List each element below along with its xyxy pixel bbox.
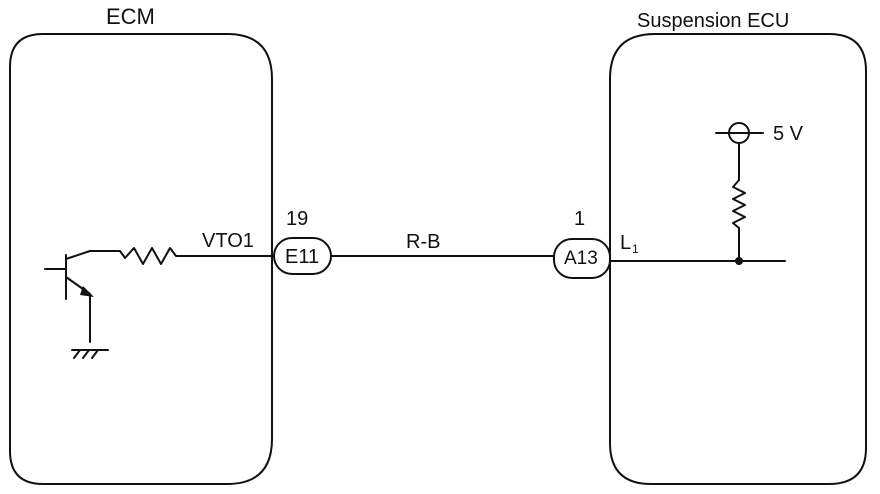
- ecu-input-label-main: L: [620, 232, 631, 254]
- ecm-title: ECM: [106, 4, 155, 29]
- ecm-output-label: VTO1: [202, 230, 254, 252]
- ecm-box: [9, 33, 273, 485]
- suspension-ecu-box: [609, 33, 867, 485]
- suspension-ecu-title: Suspension ECU: [637, 10, 789, 32]
- left-pin-number: 19: [286, 208, 308, 230]
- ecm-output-resistor: [89, 247, 201, 265]
- left-connector-code: E11: [285, 246, 319, 268]
- junction-dot: [735, 257, 743, 265]
- left-connector: E11: [273, 237, 332, 275]
- transistor-symbol: [44, 250, 94, 343]
- right-connector: A13: [553, 238, 611, 279]
- supply-voltage-label: 5 V: [773, 123, 804, 145]
- ground-symbol: [71, 349, 109, 359]
- ecu-input-label-sub: 1: [632, 242, 639, 256]
- right-connector-code: A13: [564, 248, 598, 269]
- right-pin-number: 1: [574, 208, 585, 230]
- wire-color-label: R-B: [406, 231, 440, 253]
- ecu-pull-up-circuit: 5 V: [715, 122, 804, 265]
